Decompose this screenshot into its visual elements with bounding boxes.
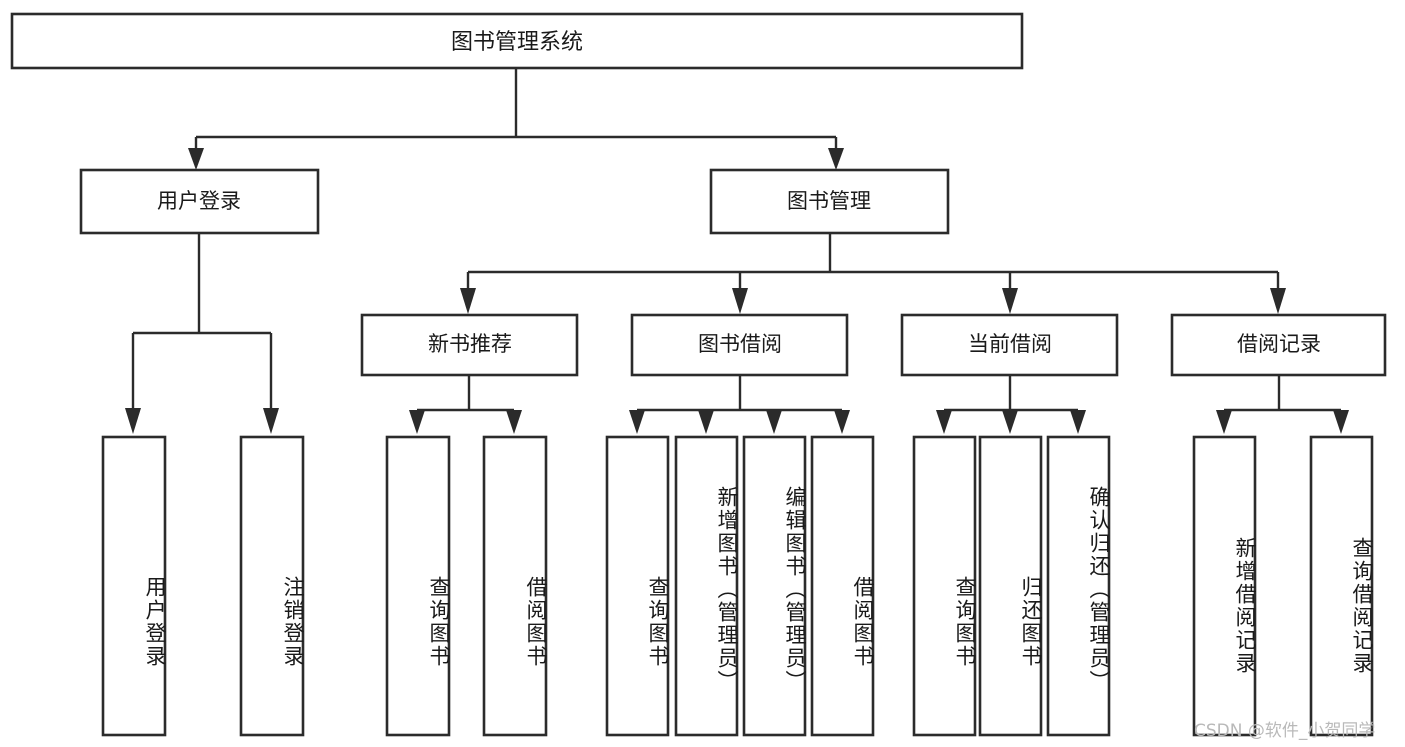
node-current-borrow-label: 当前借阅: [968, 332, 1052, 356]
arrow-head-borrow-record: [1270, 288, 1286, 314]
arrow-head-borrowrecord-leaf-1: [1216, 410, 1232, 434]
csdn-watermark: CSDN @软件_小贺同学: [1194, 721, 1376, 741]
node-borrow-record-label: 借阅记录: [1237, 332, 1321, 356]
arrow-head-newbook-leaf-2: [506, 410, 522, 434]
node-current-borrow[interactable]: 当前借阅: [900, 313, 1119, 377]
arrow-head-newbook-leaf-1: [409, 410, 425, 434]
arrow-head-user-login-leaf-1: [125, 408, 141, 434]
leaf-box-current-borrow-1[interactable]: [912, 435, 977, 737]
node-user-login-box[interactable]: [79, 168, 320, 235]
node-new-book-rec-label: 新书推荐: [428, 332, 512, 356]
node-user-login[interactable]: 用户登录: [79, 168, 320, 235]
leaf-box-book-borrow-1[interactable]: [605, 435, 670, 737]
arrow-head-currentborrow-leaf-3: [1070, 410, 1086, 434]
leaf-box-layer: [101, 435, 1374, 737]
node-borrow-record-box[interactable]: [1170, 313, 1387, 377]
arrow-head-book-borrow: [732, 288, 748, 314]
node-book-borrow-box[interactable]: [630, 313, 849, 377]
arrow-head-book-manage: [828, 148, 844, 170]
node-book-manage-label: 图书管理: [787, 189, 871, 213]
node-book-manage-box[interactable]: [709, 168, 950, 235]
leaf-box-book-borrow-3[interactable]: [742, 435, 807, 737]
leaf-box-book-borrow-4[interactable]: [810, 435, 875, 737]
node-book-manage[interactable]: 图书管理: [709, 168, 950, 235]
node-root-box[interactable]: [10, 12, 1024, 70]
node-borrow-record[interactable]: 借阅记录: [1170, 313, 1387, 377]
node-book-borrow-label: 图书借阅: [698, 332, 782, 356]
arrow-head-bookborrow-leaf-1: [629, 410, 645, 434]
arrow-head-borrowrecord-leaf-2: [1333, 410, 1349, 434]
arrow-head-bookborrow-leaf-4: [834, 410, 850, 434]
leaf-box-user-login-1[interactable]: [101, 435, 167, 737]
leaf-box-user-login-2[interactable]: [239, 435, 305, 737]
arrow-head-current-borrow: [1002, 288, 1018, 314]
arrow-head-bookborrow-leaf-3: [766, 410, 782, 434]
leaf-box-borrow-record-2[interactable]: [1309, 435, 1374, 737]
leaf-box-current-borrow-2[interactable]: [978, 435, 1043, 737]
arrow-head-user-login-leaf-2: [263, 408, 279, 434]
node-new-book-rec[interactable]: 新书推荐: [360, 313, 579, 377]
node-root-label: 图书管理系统: [451, 30, 583, 55]
arrow-head-user-login: [188, 148, 204, 170]
connector-layer: [125, 68, 1349, 434]
leaf-box-new-book-2[interactable]: [482, 435, 548, 737]
arrow-head-new-book-rec: [460, 288, 476, 314]
node-current-borrow-box[interactable]: [900, 313, 1119, 377]
node-user-login-label: 用户登录: [157, 189, 241, 213]
leaf-box-borrow-record-1[interactable]: [1192, 435, 1257, 737]
leaf-box-new-book-1[interactable]: [385, 435, 451, 737]
arrow-head-currentborrow-leaf-2: [1002, 410, 1018, 434]
leaf-box-book-borrow-2[interactable]: [674, 435, 739, 737]
node-book-borrow[interactable]: 图书借阅: [630, 313, 849, 377]
arrow-head-bookborrow-leaf-2: [698, 410, 714, 434]
node-new-book-rec-box[interactable]: [360, 313, 579, 377]
node-root[interactable]: 图书管理系统: [10, 12, 1024, 70]
leaf-box-current-borrow-3[interactable]: [1046, 435, 1111, 737]
arrow-head-currentborrow-leaf-1: [936, 410, 952, 434]
